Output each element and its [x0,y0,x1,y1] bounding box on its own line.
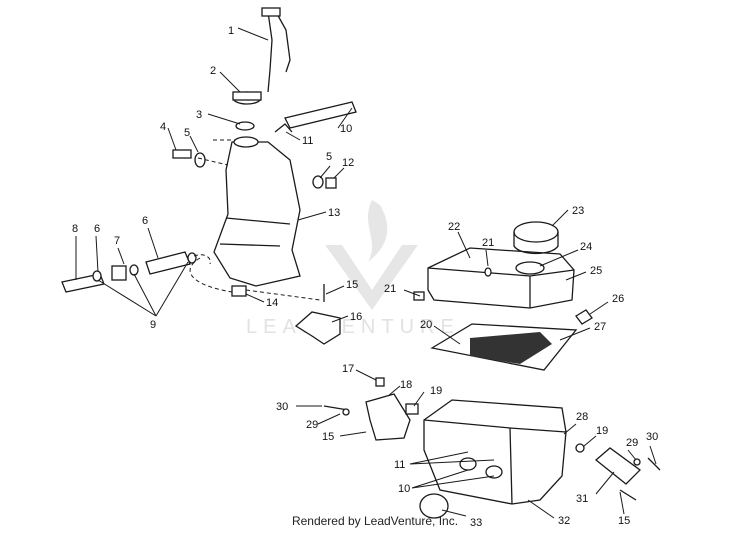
part-33-boot [419,493,449,519]
part-19-grommet [405,403,419,415]
callout-label: 24 [580,241,592,253]
part-26-clip [575,309,593,325]
part-12-nut [325,177,337,189]
render-credit: Rendered by LeadVenture, Inc. [291,514,459,528]
callout-label: 13 [328,207,340,219]
callout-label: 8 [72,223,78,235]
callout-label: 4 [160,121,166,133]
part-32-airbox [423,399,567,505]
callout-label: 23 [572,205,584,217]
callout-label: 26 [612,293,624,305]
callout-label: 27 [594,321,606,333]
callout-label: 10 [398,483,410,495]
part-22-lid [427,247,575,309]
part-16-bracket [294,311,341,345]
part-24-ring [515,261,545,275]
callout-label: 2 [210,65,216,77]
callout-label: 28 [576,411,588,423]
part-31-plate [594,447,641,485]
callout-label: 5 [326,151,332,163]
callout-label: 3 [196,109,202,121]
callout-label: 11 [394,459,405,471]
callout-label: 7 [114,235,120,247]
callout-label: 15 [618,515,630,527]
part-27-foam [470,332,552,364]
callout-label: 25 [590,265,602,277]
airbox-base-assembly [323,377,661,519]
part-23-filter [513,221,559,243]
callout-label: 15 [346,279,358,291]
callout-label: 11 [302,135,313,147]
callout-label: 18 [400,379,412,391]
part-7-filter [111,265,127,281]
callout-label: 29 [626,437,638,449]
airbox-lid-assembly [413,221,593,371]
part-6-hose [145,251,191,275]
part-10-hose [284,101,357,129]
callout-label: 20 [420,319,432,331]
callout-label: 32 [558,515,570,527]
callout-labels: 1 2 3 4 5 5 6 6 7 8 9 10 10 11 11 12 13 … [72,25,658,529]
callout-label: 6 [94,223,100,235]
part-1-tube [267,11,273,93]
callout-label: 21 [384,283,396,295]
callout-label: 30 [646,431,658,443]
part-17-clip [375,377,385,387]
callout-label: 9 [150,319,156,331]
callout-label: 10 [340,123,352,135]
callout-label: 5 [184,127,190,139]
callout-label: 16 [350,311,362,323]
callout-label: 14 [266,297,278,309]
callout-label: 19 [596,425,608,437]
callout-label: 30 [276,401,288,413]
callout-label: 29 [306,419,318,431]
watermark-logo: LEADVENTURE [246,200,460,338]
watermark-text: LEADVENTURE [246,316,460,338]
part-14-fitting [231,285,247,297]
leader-lines [75,27,657,519]
callout-label: 21 [482,237,494,249]
callout-label: 15 [322,431,334,443]
callout-label: 6 [142,215,148,227]
callout-label: 22 [448,221,460,233]
callout-label: 31 [576,493,588,505]
part-21-screw [484,267,492,277]
callout-label: 19 [430,385,442,397]
part-13-tank [213,141,301,287]
callout-label: 33 [470,517,482,529]
callout-label: 12 [342,157,354,169]
part-18-bracket [365,393,411,441]
part-4-bolt [172,149,192,159]
callout-label: 17 [342,363,354,375]
fuel-tank-assembly [61,7,357,345]
part-3-gasket [235,121,255,131]
part-11-elbow [274,123,293,133]
callout-label: 1 [228,25,234,37]
part-5-washer [194,152,206,168]
